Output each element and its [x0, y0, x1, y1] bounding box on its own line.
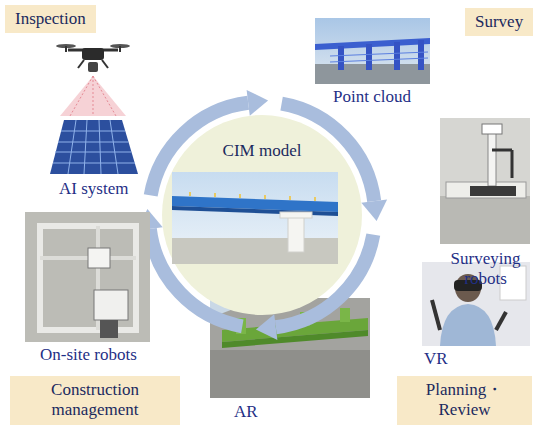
point-cloud-photo-part: [330, 52, 428, 62]
ar-photo-part: [210, 350, 370, 398]
point-cloud-photo-part: [315, 64, 430, 84]
ai-grid-part-part: [53, 163, 135, 164]
point-cloud-photo-part-part: [418, 40, 424, 70]
surveying-robot-photo-part: [511, 150, 514, 178]
image-caption: On-site robots: [40, 345, 137, 365]
cim-render-part-part: [239, 194, 241, 198]
ai-grid-part-part: [61, 131, 125, 132]
drone-part: [60, 76, 126, 116]
surveying-robot-photo-part: [492, 149, 512, 152]
image-caption: AI system: [59, 179, 128, 199]
surveying-robot-photo-part: [440, 196, 530, 244]
drone-part: [70, 76, 116, 116]
ar-photo-part: [210, 298, 370, 398]
cim-render-part: [172, 206, 338, 216]
cim-render-part: [172, 172, 338, 264]
ai-grid-part-part: [58, 142, 128, 143]
image-caption: VR: [424, 349, 448, 369]
arrow-heads-part: [361, 200, 387, 222]
drone-part: [82, 48, 104, 60]
node-text: Construction management: [20, 380, 170, 421]
surveying-robot-photo: [440, 118, 530, 244]
ai-grid: [50, 120, 138, 174]
stage-tag: Survey: [465, 8, 533, 36]
ai-grid-part-part: [110, 120, 118, 174]
point-cloud-photo-part-part: [330, 58, 428, 62]
stage-tag: Planning・ Review: [397, 376, 532, 425]
point-cloud-photo-part-part: [394, 42, 400, 70]
on-site-robot-photo-part: [40, 226, 136, 330]
image-caption: Point cloud: [333, 87, 411, 107]
vr-photo-part: [432, 300, 440, 330]
on-site-robot-photo-part: [88, 248, 110, 268]
on-site-robot-photo: [25, 212, 150, 342]
arrow-heads: [137, 90, 387, 340]
surveying-robot-photo-part: [488, 128, 496, 186]
node-text: Survey: [475, 12, 523, 32]
point-cloud-photo-part: [315, 38, 430, 50]
surveying-robot-photo-part: [446, 182, 526, 198]
cim-render-part-part: [264, 195, 266, 199]
cim-render-part: [172, 238, 338, 264]
ar-photo-part: [340, 308, 350, 322]
vr-photo-part: [496, 312, 506, 330]
surveying-robot-photo-part: [482, 124, 502, 134]
drone-part: [119, 46, 121, 52]
node-text: CIM model: [162, 141, 362, 161]
cim-render: [172, 172, 338, 264]
image-caption: AR: [234, 402, 258, 422]
drone-part: [78, 60, 84, 68]
point-cloud-photo-part-part: [330, 52, 428, 56]
on-site-robot-photo-part: [100, 320, 118, 338]
point-cloud-photo: [315, 18, 430, 84]
cim-render-part: [288, 214, 304, 252]
stage-tag: Inspection: [5, 5, 96, 33]
surveying-robot-photo-part: [470, 186, 516, 196]
center-circle: CIM model: [162, 115, 362, 315]
ai-grid-part-part: [84, 120, 87, 174]
point-cloud-photo-part-part: [338, 46, 344, 70]
cim-render-part-part: [289, 196, 291, 200]
cim-render-part: [280, 212, 312, 218]
stage-tag: Construction management: [10, 376, 180, 425]
node-text: Inspection: [15, 9, 86, 29]
ai-grid-part-part: [68, 120, 76, 174]
vr-photo-part: [440, 304, 496, 346]
drone-part: [88, 62, 98, 72]
arrow-heads-part: [247, 90, 269, 116]
point-cloud-photo-part-part: [366, 44, 372, 70]
on-site-robot-photo-part: [94, 290, 128, 320]
cim-render-part-part: [214, 193, 216, 197]
cim-render-part-part: [314, 197, 316, 201]
drone-part: [102, 60, 108, 68]
drone-part: [65, 46, 67, 52]
ai-grid-part-part: [55, 152, 131, 153]
drone-part-part: [70, 76, 93, 116]
arrow-heads-part: [256, 314, 278, 340]
point-cloud-photo-part: [315, 18, 430, 84]
ar-photo: [210, 298, 370, 398]
drone-part-part: [93, 76, 116, 116]
node-text: Planning・ Review: [407, 380, 522, 421]
ai-grid-part: [53, 120, 135, 174]
center-disc: [162, 115, 362, 315]
drone-part-part: [93, 76, 94, 116]
on-site-robot-photo-part: [25, 212, 150, 342]
image-caption: Surveying robots: [438, 249, 533, 290]
cim-render-part-part: [189, 192, 191, 196]
cycle-arrows: [150, 103, 374, 327]
ai-grid-part: [50, 120, 138, 174]
surveying-robot-photo-part: [440, 118, 530, 244]
cim-render-part: [190, 192, 315, 201]
ai-grid-part-part: [99, 120, 101, 174]
drone: [56, 44, 130, 116]
